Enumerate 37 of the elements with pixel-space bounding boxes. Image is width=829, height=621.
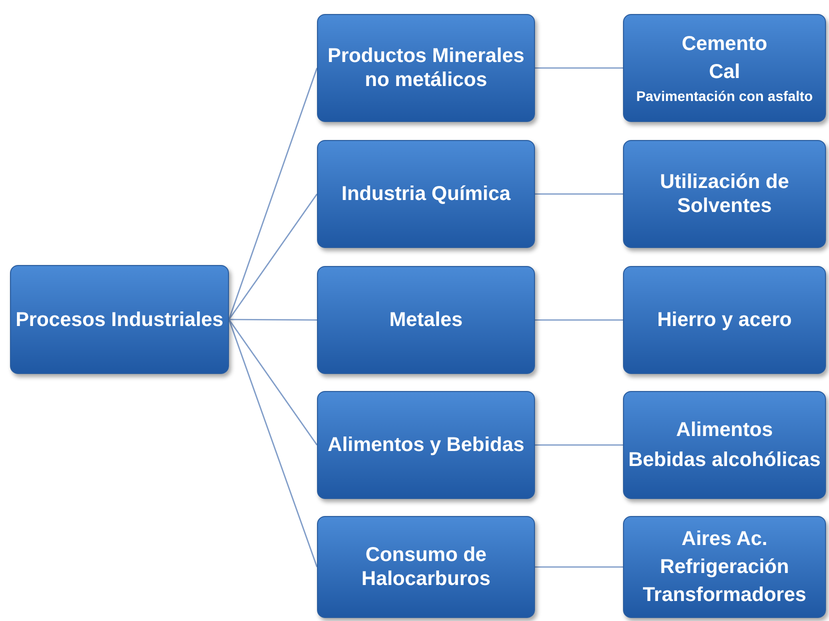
connector-line (228, 319, 318, 568)
process-box (317, 14, 535, 122)
connector-line (535, 566, 623, 568)
connector-line (228, 319, 318, 446)
process-box (317, 266, 535, 374)
box-label: Industria Química (342, 182, 510, 206)
connector-line (535, 444, 623, 446)
box-label: Bebidas alcohólicas (628, 448, 821, 472)
box-label: Utilización de Solventes (659, 170, 790, 218)
process-box (623, 516, 826, 618)
box-label: Cal (708, 60, 740, 84)
connector-line (228, 68, 318, 320)
box-label: Procesos Industriales (16, 308, 224, 332)
connector-line (535, 193, 623, 195)
process-box (623, 14, 826, 122)
process-box (317, 140, 535, 248)
process-box (317, 516, 535, 618)
box-label: Alimentos y Bebidas (328, 433, 524, 457)
box-label: Productos Minerales no metálicos (326, 44, 526, 92)
process-box (623, 391, 826, 499)
connector-line (228, 194, 318, 320)
box-label: Refrigeración (660, 555, 789, 579)
box-label: Metales (389, 308, 463, 332)
connector-line (535, 67, 623, 69)
box-label: Hierro y acero (657, 308, 792, 332)
process-box (623, 140, 826, 248)
connector-line (535, 319, 623, 321)
process-box (10, 265, 229, 374)
connector-line (229, 318, 317, 321)
box-label: Alimentos (676, 418, 773, 442)
box-label: Aires Ac. (682, 527, 768, 551)
process-box (623, 266, 826, 374)
box-label: Pavimentación con asfalto (636, 88, 813, 104)
box-label: Cemento (682, 32, 768, 56)
box-label: Consumo de Halocarburos (360, 543, 492, 591)
box-label: Transformadores (642, 583, 806, 607)
process-box (317, 391, 535, 499)
